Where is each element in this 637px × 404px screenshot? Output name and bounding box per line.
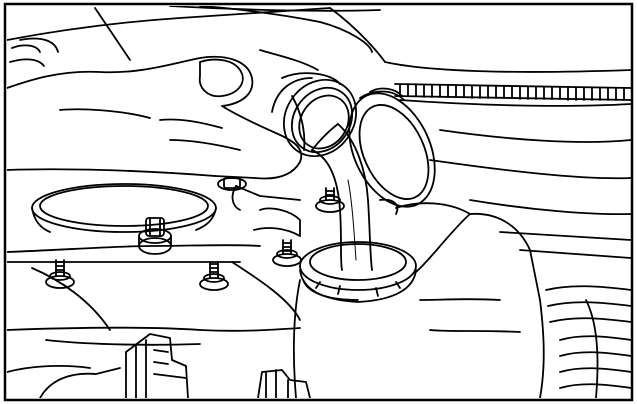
bolt-center xyxy=(138,217,172,255)
stud-left xyxy=(45,259,75,289)
right-side-hoses xyxy=(545,285,631,398)
stud-right xyxy=(272,239,302,267)
engine-bay-background xyxy=(7,6,631,259)
round-cover xyxy=(31,183,217,233)
hand xyxy=(7,37,303,180)
bolt-top xyxy=(217,177,247,191)
stud-upper-right xyxy=(315,187,345,213)
timing-belt-teeth xyxy=(399,83,625,101)
stud-middle xyxy=(199,261,229,291)
bottom-left-bracket xyxy=(7,333,189,398)
fluid-bottle xyxy=(199,6,373,158)
fluid-reservoir xyxy=(293,198,545,398)
bottom-center-connector xyxy=(257,369,311,398)
